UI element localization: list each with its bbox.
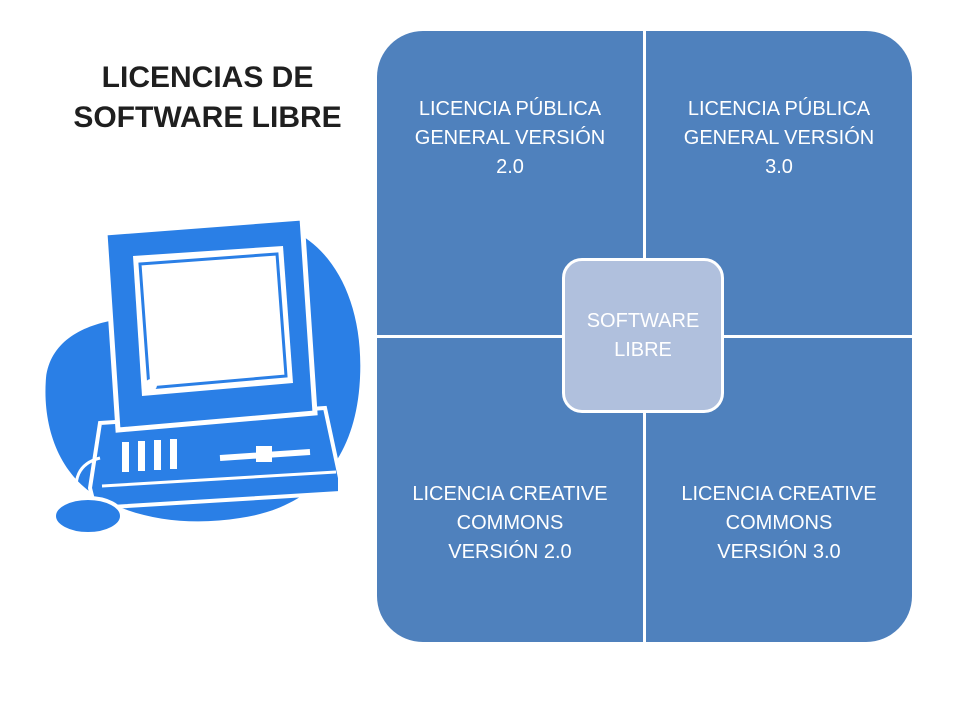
computer-icon: [45, 215, 361, 536]
mouse: [52, 456, 124, 536]
slide-title-line-1: LICENCIAS DE: [101, 61, 314, 94]
quadrant-label: LICENCIA CREATIVE COMMONS VERSIÓN 3.0: [681, 483, 877, 563]
quadrant-label: LICENCIA PÚBLICA GENERAL VERSIÓN 3.0: [683, 98, 875, 178]
computer-case: [87, 405, 342, 511]
quadrant-label: LICENCIA PÚBLICA GENERAL VERSIÓN 2.0: [414, 98, 606, 178]
center-label-line-2: LIBRE: [614, 338, 672, 361]
slide-title-line-2: SOFTWARE LIBRE: [73, 101, 342, 134]
monitor: [102, 215, 318, 433]
center-node-software-libre: SOFTWARE LIBRE: [562, 258, 724, 413]
quadrant-label: LICENCIA CREATIVE COMMONS VERSIÓN 2.0: [412, 483, 608, 563]
slide-title: LICENCIAS DE SOFTWARE LIBRE: [40, 58, 375, 138]
center-label-line-1: SOFTWARE: [586, 309, 700, 332]
license-matrix: LICENCIA PÚBLICA GENERAL VERSIÓN 2.0 LIC…: [377, 31, 912, 642]
quadrant-cc-2: LICENCIA CREATIVE COMMONS VERSIÓN 2.0: [377, 338, 643, 642]
